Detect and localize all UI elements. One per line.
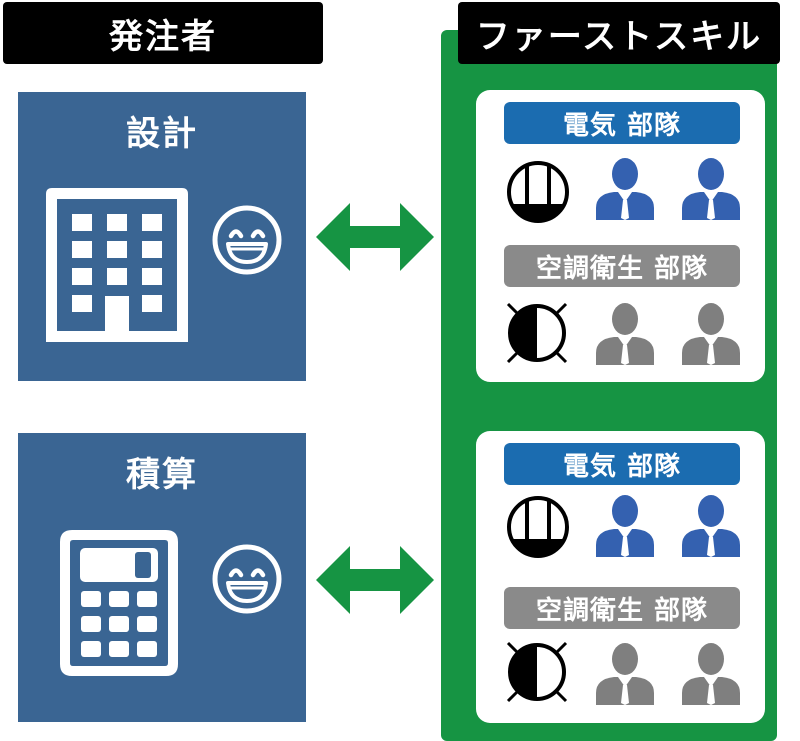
hvac-symbol-icon: [506, 641, 568, 703]
ceiling-light-icon: [507, 161, 569, 223]
person-icon: [682, 303, 740, 365]
team-card: 電気 部隊 空調衛生 部隊: [476, 90, 765, 382]
smiley-icon: [212, 544, 282, 614]
smiley-icon: [212, 205, 282, 275]
ceiling-light-icon: [507, 496, 569, 558]
team-card: 電気 部隊 空調衛生 部隊: [476, 431, 765, 723]
client-label-design: 設計: [126, 114, 198, 154]
hvac-team-label: 空調衛生 部隊: [504, 245, 740, 287]
person-icon: [596, 303, 654, 365]
building-icon: [46, 188, 188, 342]
electrical-team-label: 電気 部隊: [504, 443, 740, 485]
client-header: 発注者: [3, 2, 323, 64]
client-label-estimation: 積算: [126, 455, 198, 495]
double-arrow-icon: [316, 546, 434, 614]
person-icon: [596, 495, 654, 557]
client-box-estimation: 積算: [18, 433, 306, 722]
double-arrow-icon: [316, 203, 434, 271]
electrical-team-label: 電気 部隊: [504, 102, 740, 144]
hvac-team-label: 空調衛生 部隊: [504, 587, 740, 629]
person-icon: [596, 643, 654, 705]
person-icon: [682, 495, 740, 557]
person-icon: [682, 643, 740, 705]
hvac-symbol-icon: [506, 302, 568, 364]
company-header: ファーストスキル: [458, 2, 780, 64]
client-box-design: 設計: [18, 92, 306, 381]
calculator-icon: [60, 530, 178, 676]
person-icon: [682, 158, 740, 220]
person-icon: [596, 158, 654, 220]
